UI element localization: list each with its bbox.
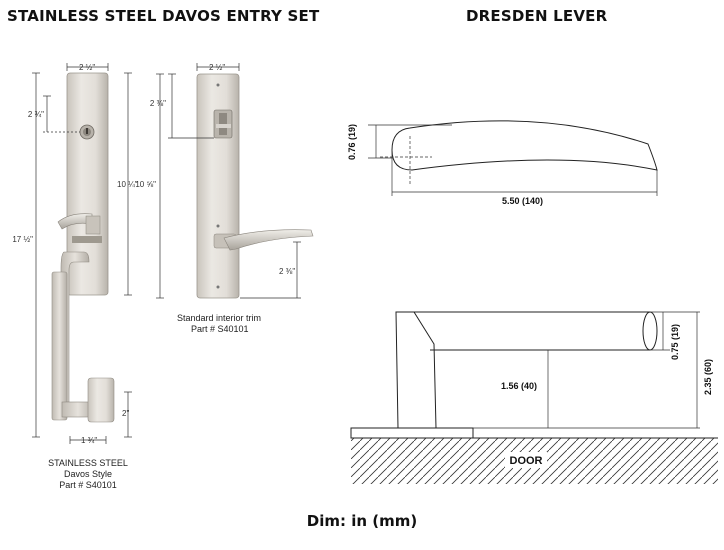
ext-caption-line-2: Davos Style	[64, 469, 112, 479]
int-turn-dim: 2 ⅜"	[150, 99, 166, 108]
entry-set-title: STAINLESS STEEL DAVOS ENTRY SET	[7, 7, 320, 25]
lever-side-view: DOOR 0.75 (19) 2.35 (60) 1.56 (40)	[350, 311, 718, 484]
interior-lever-icon	[213, 229, 314, 251]
lever-end-ellipse	[642, 311, 658, 351]
interior-escutcheon-plate	[196, 73, 240, 299]
lever-neck-outline	[395, 311, 437, 429]
lever-title: DRESDEN LEVER	[466, 7, 608, 25]
ext-caption-line-3: Part # S40101	[59, 480, 117, 490]
lever-height-dim: 0.76 (19)	[347, 124, 357, 160]
exterior-base-rose	[87, 377, 115, 423]
units-note: Dim: in (mm)	[306, 512, 418, 530]
ext-caption-line-1: STAINLESS STEEL	[48, 458, 128, 468]
thumb-turn-icon	[213, 109, 233, 139]
centerline-dim: 1.56 (40)	[501, 381, 537, 391]
exterior-grip-handle	[60, 251, 90, 403]
ext-cylinder-dim: 2 ¾"	[28, 110, 44, 119]
int-caption-line-1: Standard interior trim	[177, 313, 261, 323]
rose-base	[350, 427, 474, 439]
projection-dim: 2.35 (60)	[703, 359, 713, 395]
rose-height-dim: 0.75 (19)	[670, 324, 680, 360]
ext-width-dim: 2 ½"	[79, 63, 95, 72]
lever-arm-outline	[396, 311, 650, 351]
ext-base-dim: 2"	[122, 409, 129, 418]
ext-plate-height-dim: 10 ¼"	[117, 180, 138, 189]
lever-top-outline	[391, 120, 658, 171]
key-cylinder-icon	[79, 124, 95, 140]
ext-grip-width-dim: 1 ¾"	[81, 436, 97, 445]
int-lever-dim: 2 ⅜"	[279, 267, 295, 276]
int-caption-line-2: Part # S40101	[191, 324, 249, 334]
interior-trim: 2 ½" 2 ⅜" 10 ⅝" 2 ⅜" Standard interior t…	[135, 63, 314, 334]
int-plate-height-dim: 10 ⅝"	[135, 180, 156, 189]
lever-top-view: 0.76 (19) 5.50 (140)	[347, 120, 658, 206]
int-width-dim: 2 ½"	[209, 63, 225, 72]
exterior-handleset: 2 ½" 2 ¾" 10 ¼" 17 ½" 1 ¾" 2" STAINLESS …	[12, 63, 138, 490]
lever-length-dim: 5.50 (140)	[502, 196, 543, 206]
ext-overall-height-dim: 17 ½"	[12, 235, 33, 244]
door-label: DOOR	[510, 455, 543, 467]
